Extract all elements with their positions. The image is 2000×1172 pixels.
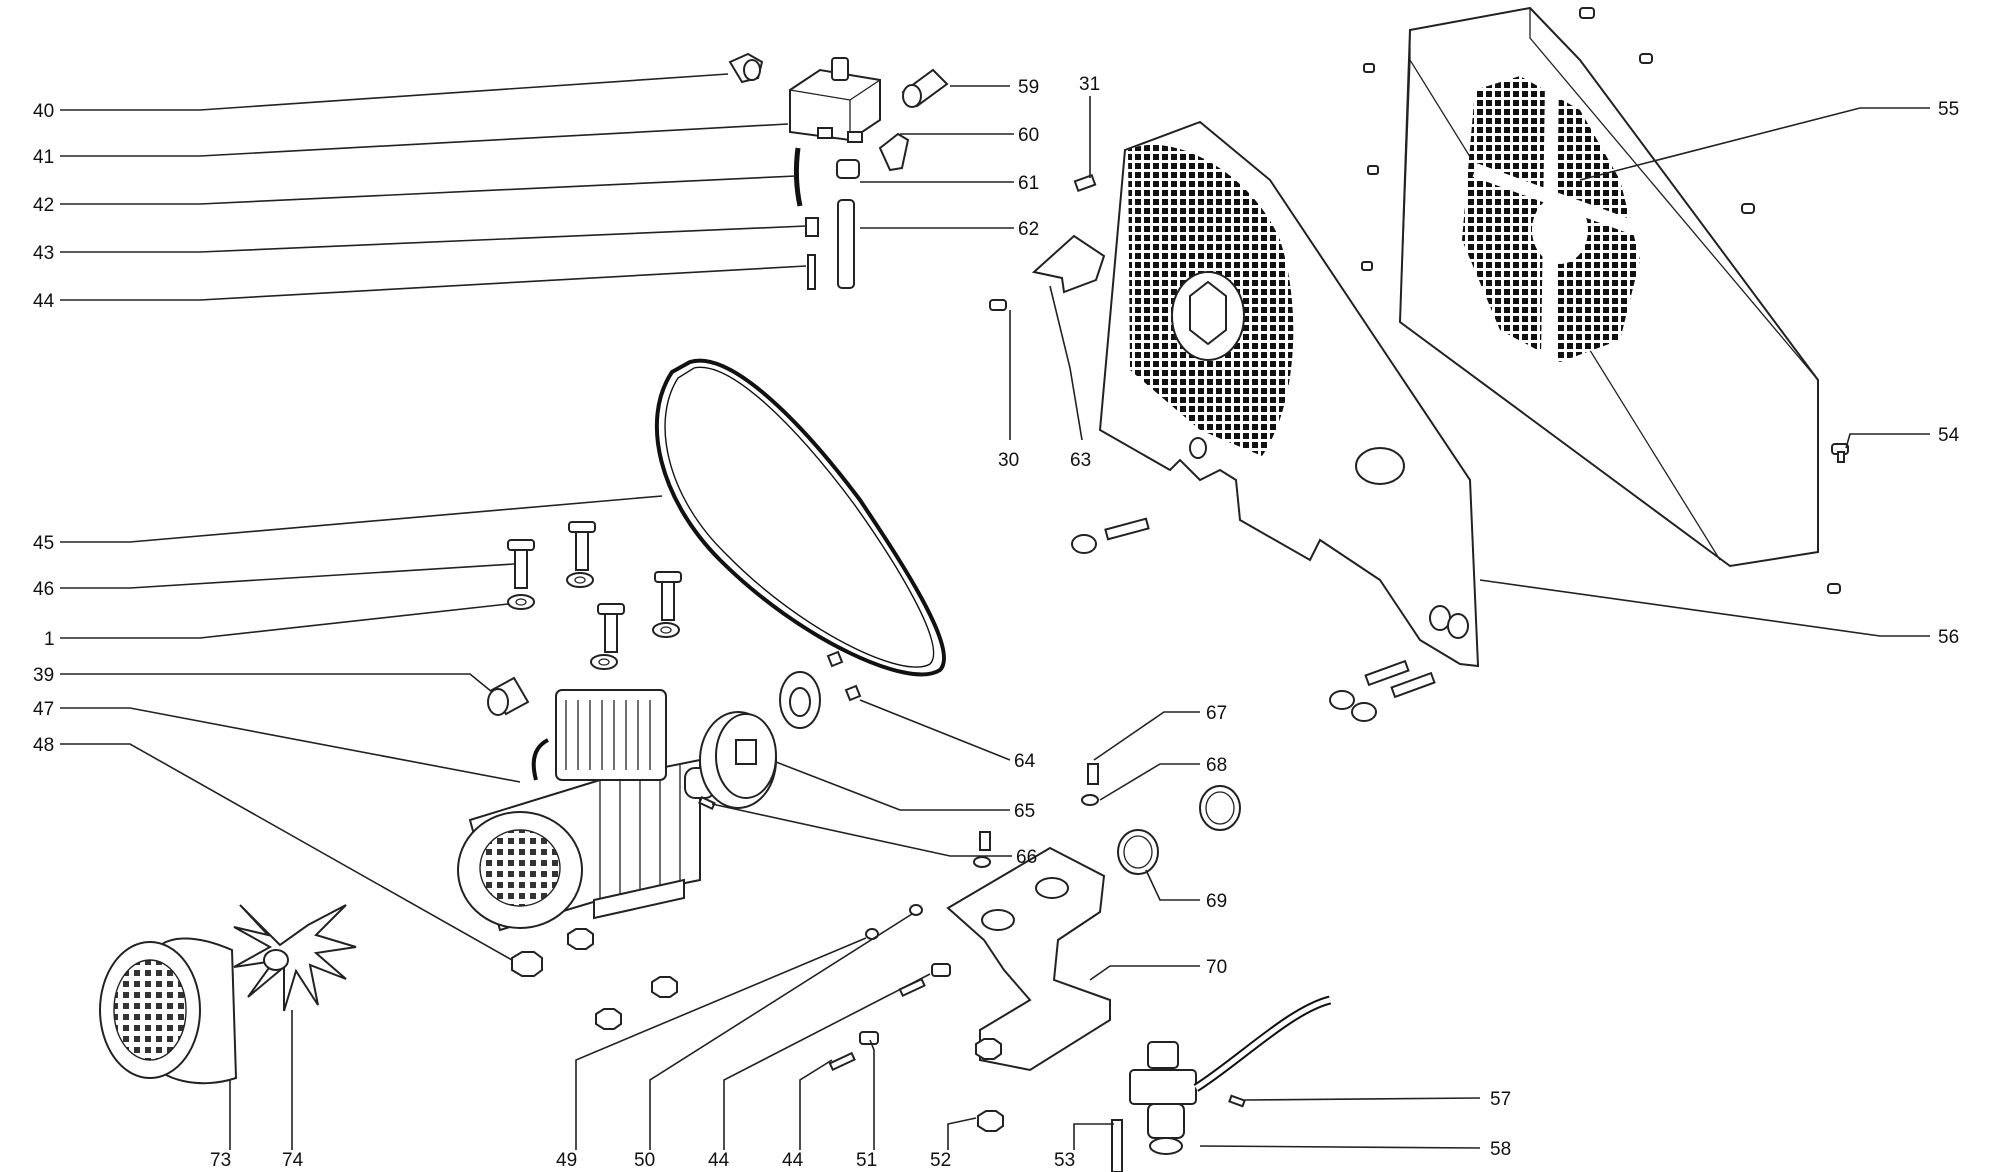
belt-45 <box>654 358 946 677</box>
cable-42 <box>793 147 803 207</box>
nut-61 <box>836 159 860 179</box>
label-61: 61 <box>1018 173 1039 194</box>
pulley-65 <box>699 711 777 809</box>
tube-62 <box>837 199 855 289</box>
screw-57 <box>1228 1094 1246 1108</box>
nipple-43 <box>805 217 819 237</box>
fan-74 <box>233 904 357 1012</box>
label-74: 74 <box>282 1150 304 1171</box>
label-68: 68 <box>1206 755 1227 776</box>
part-number-labels: 40 41 42 43 44 45 46 1 39 47 48 59 60 61… <box>33 74 1960 1171</box>
label-52: 52 <box>930 1150 951 1171</box>
label-50: 50 <box>634 1150 655 1171</box>
pressure-switch-41 <box>789 57 881 143</box>
label-48: 48 <box>33 735 54 756</box>
label-42: 42 <box>33 195 54 216</box>
label-67: 67 <box>1206 703 1227 724</box>
label-44-lower-a: 44 <box>708 1150 730 1171</box>
elbow-60 <box>878 132 910 172</box>
label-43: 43 <box>33 243 54 264</box>
label-64: 64 <box>1014 751 1036 772</box>
taper-bushing-64 <box>779 650 862 729</box>
label-40: 40 <box>33 101 54 122</box>
label-44-top: 44 <box>33 291 55 312</box>
tube-53 <box>1111 1119 1123 1172</box>
screw-54 <box>1831 443 1849 463</box>
label-45: 45 <box>33 533 54 554</box>
gauge-bracket-70 <box>946 846 1111 1072</box>
label-62: 62 <box>1018 219 1039 240</box>
label-69: 69 <box>1206 891 1227 912</box>
screw-30 <box>989 299 1007 311</box>
nuts-48 <box>511 928 678 1030</box>
label-44-lower-b: 44 <box>782 1150 804 1171</box>
pin-44-top <box>807 254 816 290</box>
electric-motor-47 <box>457 689 716 932</box>
bolts-46 <box>507 521 682 653</box>
leader-lines <box>60 73 1930 1150</box>
label-63: 63 <box>1070 450 1091 471</box>
label-39: 39 <box>33 665 54 686</box>
label-41: 41 <box>33 147 54 168</box>
label-66: 66 <box>1016 847 1037 868</box>
label-46: 46 <box>33 579 54 600</box>
label-65: 65 <box>1014 801 1035 822</box>
label-51: 51 <box>856 1150 877 1171</box>
label-60: 60 <box>1018 125 1039 146</box>
key-66 <box>698 795 716 811</box>
gauge-68 <box>1199 785 1241 831</box>
quick-coupling-59 <box>901 68 949 108</box>
label-49: 49 <box>556 1150 577 1171</box>
fittings-lower <box>828 904 1004 1132</box>
label-73: 73 <box>210 1150 231 1171</box>
label-56: 56 <box>1938 627 1959 648</box>
washers-1 <box>507 572 680 670</box>
capacitor-39 <box>487 676 530 716</box>
screws-67 <box>973 763 1099 868</box>
label-57: 57 <box>1490 1089 1511 1110</box>
label-54: 54 <box>1938 425 1960 446</box>
label-55: 55 <box>1938 99 1959 120</box>
label-59: 59 <box>1018 77 1039 98</box>
bracket-63 <box>1031 234 1106 294</box>
guard-cover-55 <box>1398 6 1819 568</box>
label-1: 1 <box>44 629 55 650</box>
screws-guard <box>1361 7 1841 594</box>
clip-31 <box>1073 173 1097 193</box>
gauge-69 <box>1117 829 1159 875</box>
belt-guard-56 <box>1098 120 1480 668</box>
label-47: 47 <box>33 699 54 720</box>
label-53: 53 <box>1054 1150 1075 1171</box>
label-30: 30 <box>998 450 1019 471</box>
label-31: 31 <box>1079 74 1100 95</box>
pressure-switch-group <box>728 52 949 290</box>
guard-bolts <box>1071 517 1436 722</box>
filter-regulator-58 <box>1129 995 1332 1155</box>
fan-cover-73 <box>99 937 238 1085</box>
elbow-fitting-40 <box>728 52 764 84</box>
label-70: 70 <box>1206 957 1227 978</box>
label-58: 58 <box>1490 1139 1511 1160</box>
